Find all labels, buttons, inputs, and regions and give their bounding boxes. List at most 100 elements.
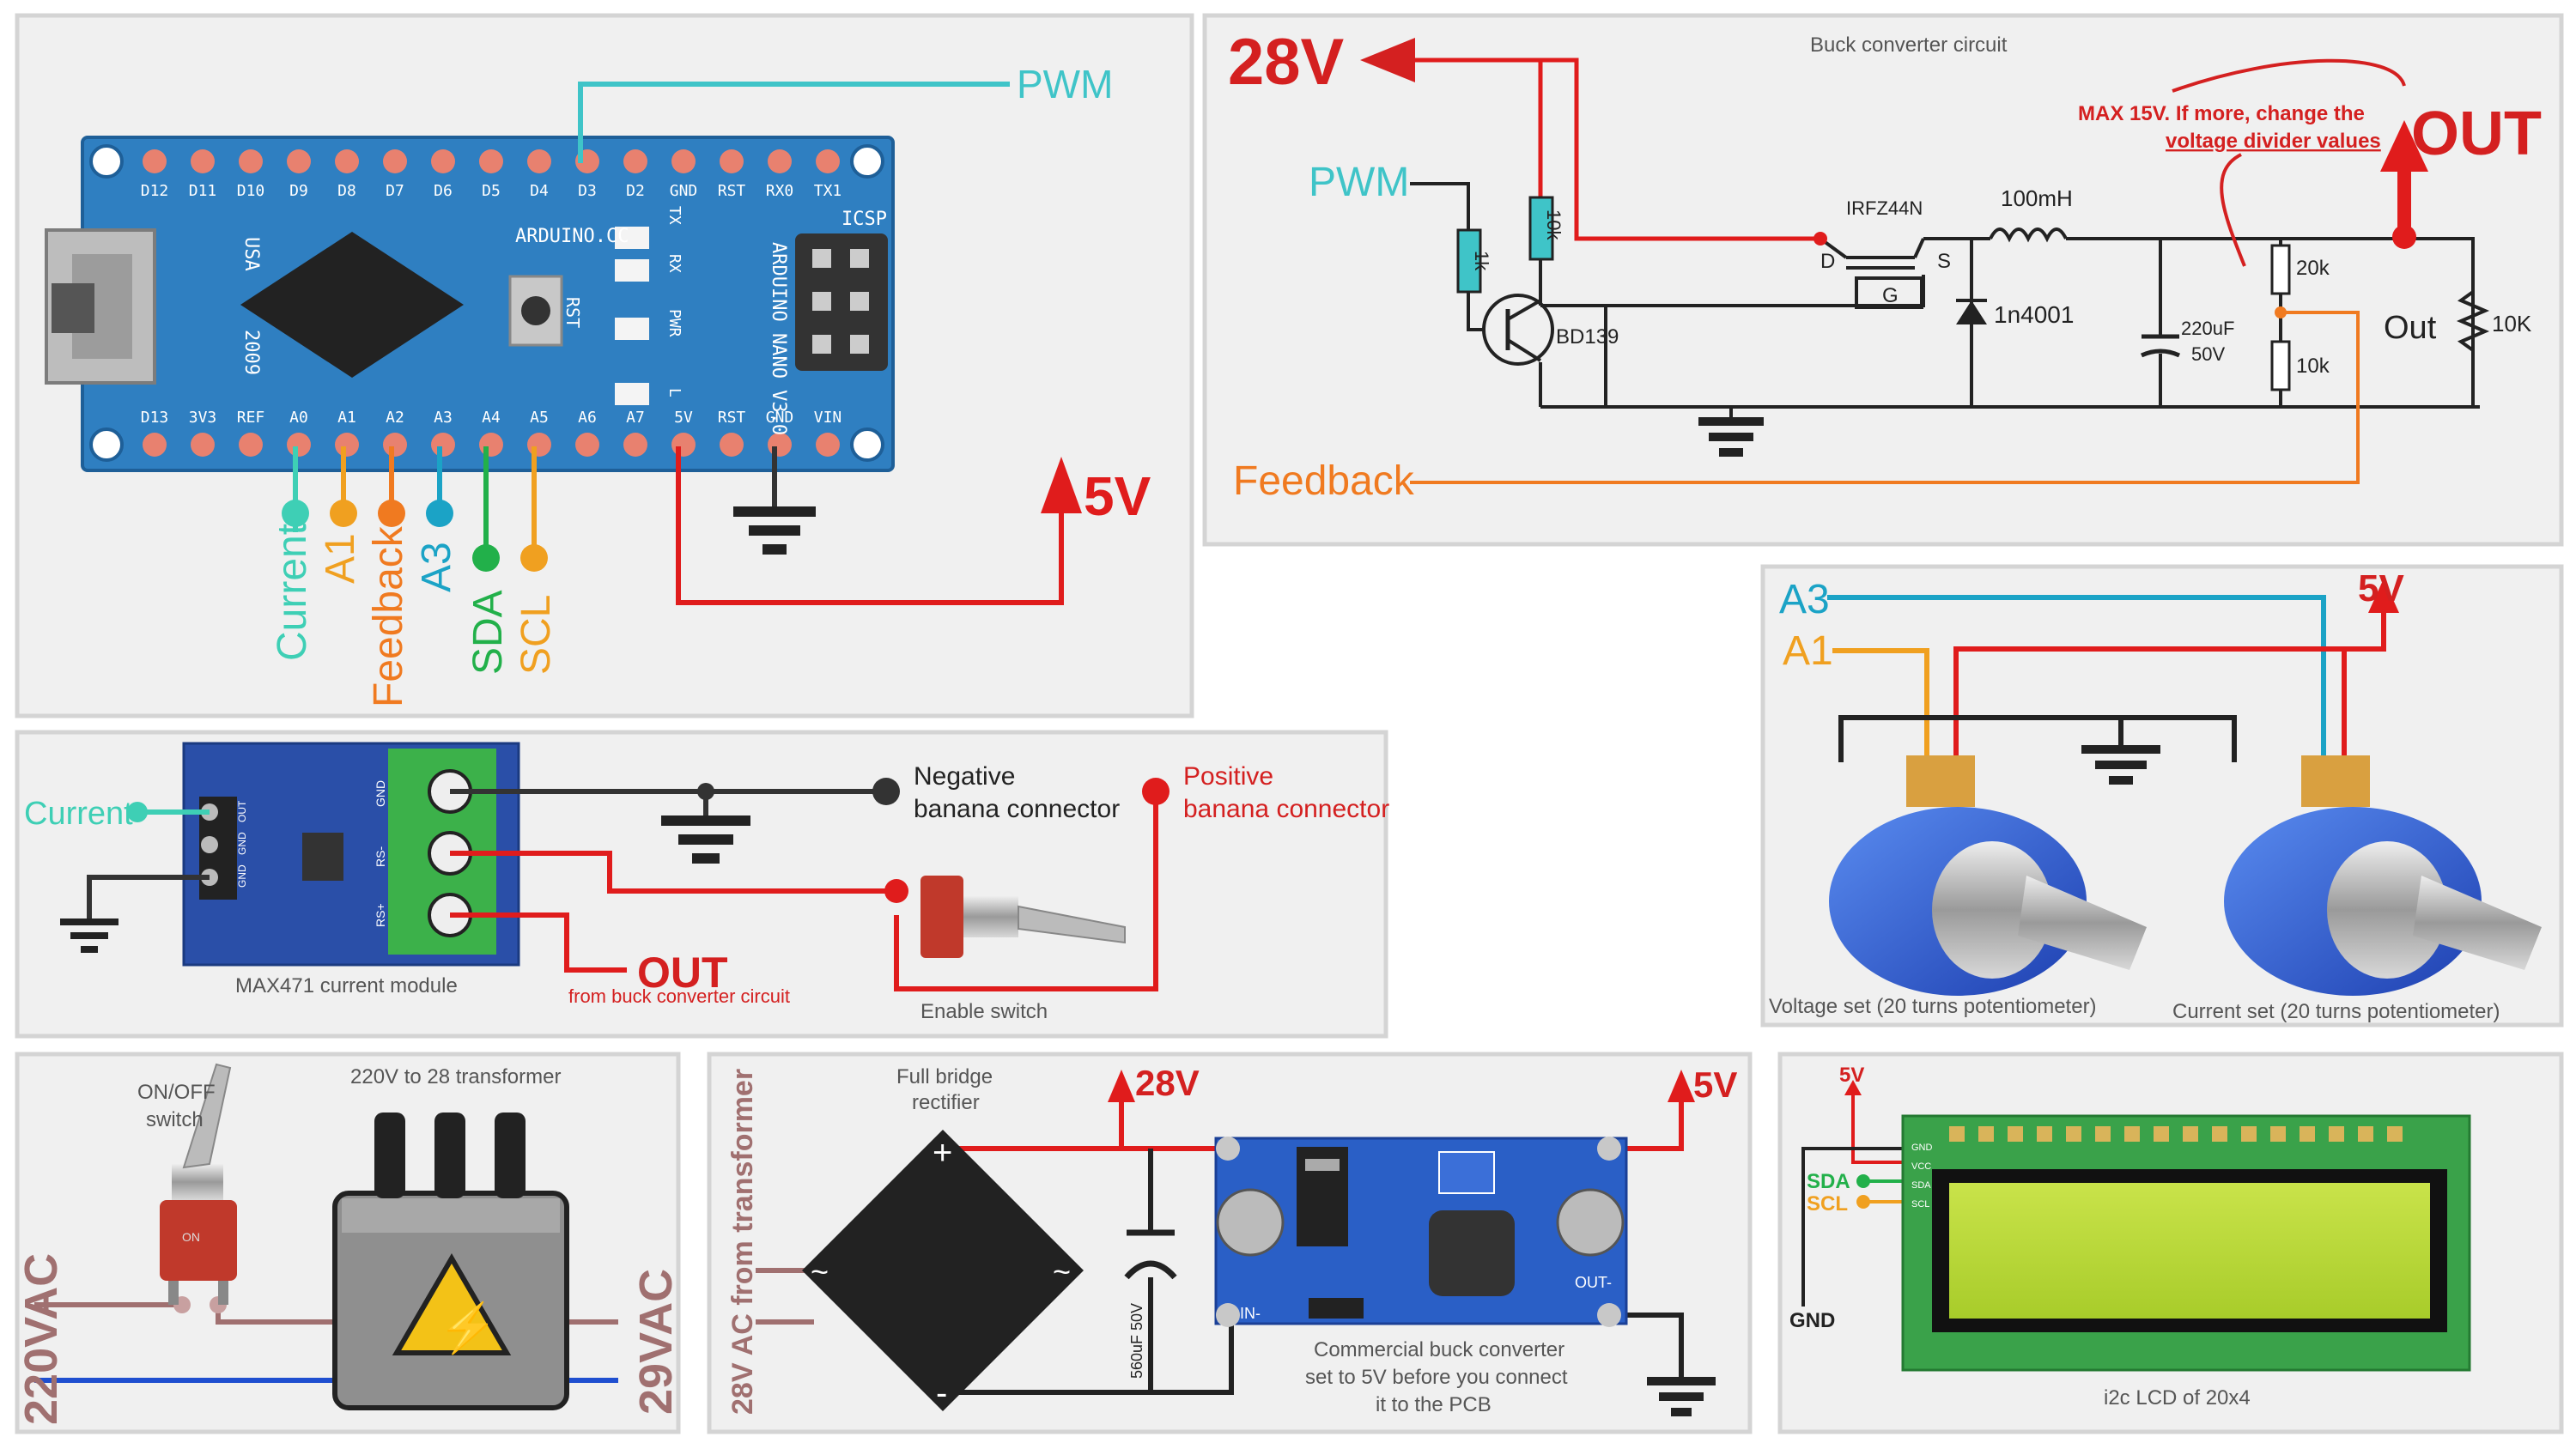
wire-end-dots — [282, 500, 548, 572]
transformer: ⚡ — [332, 1113, 569, 1410]
ac-icon-right: ~ — [1053, 1254, 1071, 1289]
rst-label: RST — [562, 297, 583, 328]
rectifier-caption-2: set to 5V before you connect — [1305, 1366, 1568, 1389]
pots-a3: A3 — [1779, 577, 1830, 622]
ground-symbol-rectifier — [1647, 1377, 1716, 1416]
bottom-pin-label: A0 — [289, 409, 308, 427]
buck-r20k: 20k — [2296, 257, 2330, 280]
rectifier-title-1: Full bridge — [896, 1065, 993, 1088]
buck-warning-1: MAX 15V. If more, change the — [2078, 102, 2365, 125]
buck-out-label: OUT- — [1575, 1274, 1612, 1291]
buck-28v: 28V — [1228, 26, 1345, 99]
buck-cap-v: 50V — [2191, 343, 2225, 365]
buck-diode: 1n4001 — [1994, 301, 2074, 328]
pin-hole — [575, 433, 599, 457]
lcd-pin-label: GND — [1911, 1143, 1933, 1153]
microcontroller-chip — [240, 232, 464, 378]
onoff-switch — [160, 1063, 237, 1305]
lcd-sda: SDA — [1807, 1170, 1850, 1193]
board-text-model: ARDUINO NANO V3.0 — [768, 242, 789, 435]
wire-label: Current — [270, 524, 315, 661]
enable-switch — [920, 876, 1126, 958]
lightning-icon: ⚡ — [438, 1300, 498, 1356]
switch-on-text: ON — [182, 1230, 200, 1244]
current-wires — [87, 789, 1158, 991]
buck-r1k: 1k — [1471, 251, 1492, 271]
resistor-10k-divider — [2270, 340, 2291, 391]
ground-symbol-pots — [2081, 745, 2160, 785]
buck-mosfet: IRFZ44N — [1846, 197, 1923, 219]
lcd-pin — [1949, 1126, 1965, 1142]
minus-icon: - — [936, 1374, 947, 1412]
terminal-label: RS+ — [374, 903, 387, 927]
buck-d: D — [1820, 250, 1835, 273]
lcd-pin — [2154, 1126, 2169, 1142]
pin-hole — [671, 149, 696, 173]
buck-pwm: PWM — [1309, 160, 1409, 205]
lcd-pin — [2270, 1126, 2286, 1142]
pot-wires — [1827, 595, 2386, 762]
neg-line-1: Negative — [914, 762, 1015, 791]
lcd-5v: 5V — [1839, 1064, 1864, 1087]
wire-label: SCL — [513, 595, 559, 675]
bottom-pin-label: D13 — [141, 409, 169, 427]
max471-chip — [302, 833, 343, 881]
buck-inductor: 100mH — [2001, 185, 2073, 211]
pin-hole — [191, 433, 215, 457]
buck-transistor: BD139 — [1556, 325, 1619, 349]
top-pin-label: D9 — [289, 182, 308, 200]
buck-g: G — [1882, 284, 1899, 307]
pin-hole — [335, 433, 359, 457]
bridge-rectifier — [802, 1130, 1084, 1411]
pin-hole — [479, 433, 503, 457]
lcd-pin — [2212, 1126, 2227, 1142]
potentiometer-current — [2224, 755, 2542, 996]
arrow-5v — [1041, 457, 1082, 513]
lcd-pin — [2095, 1126, 2111, 1142]
lcd-pin — [2183, 1126, 2198, 1142]
pin-hole — [335, 149, 359, 173]
bottom-pin-label: VIN — [814, 409, 842, 427]
transistor-bd139 — [1482, 294, 1554, 366]
high-voltage-icon — [392, 1253, 512, 1355]
pin-hole — [287, 149, 311, 173]
pin-hole — [239, 433, 263, 457]
pin-hole — [431, 433, 455, 457]
resistor-1k — [1456, 228, 1482, 294]
lcd-pin — [1978, 1126, 1994, 1142]
pin-hole — [479, 149, 503, 173]
top-pin-label: D4 — [530, 182, 549, 200]
out-sub: from buck converter circuit — [568, 985, 790, 1007]
buck-load-value: 10K — [2492, 311, 2532, 336]
pin-hole — [816, 433, 840, 457]
bottom-pin-label: A3 — [434, 409, 453, 427]
top-pin-label: D5 — [482, 182, 501, 200]
top-pin-label: D3 — [578, 182, 597, 200]
lcd-pin — [2300, 1126, 2315, 1142]
pin-hole — [143, 149, 167, 173]
plus-icon: + — [933, 1134, 952, 1172]
pots-caption-right: Current set (20 turns potentiometer) — [2172, 1000, 2500, 1023]
top-pin-label: RST — [718, 182, 746, 200]
bottom-pin-label: REF — [237, 409, 265, 427]
buck-in-label: IN- — [1240, 1305, 1261, 1322]
buck-cap: 220uF — [2181, 318, 2234, 339]
wire-label: SDA — [465, 590, 511, 675]
lcd-pin-label: VCC — [1911, 1161, 1931, 1172]
rectifier-caption-1: Commercial buck converter — [1314, 1338, 1564, 1361]
wire-label: A3 — [414, 542, 459, 592]
ground-symbol-arduino — [733, 506, 816, 555]
buck-load-label: Out — [2384, 310, 2437, 346]
pwm-label: PWM — [1017, 62, 1113, 106]
icsp-label: ICSP — [841, 209, 887, 230]
lcd-wires — [1801, 1092, 1908, 1307]
pos-line-1: Positive — [1183, 762, 1273, 791]
top-pin-label: D6 — [434, 182, 453, 200]
current-label: Current — [24, 796, 133, 832]
potentiometer-voltage — [1829, 755, 2147, 996]
transformer-title: 220V to 28 transformer — [350, 1065, 561, 1088]
